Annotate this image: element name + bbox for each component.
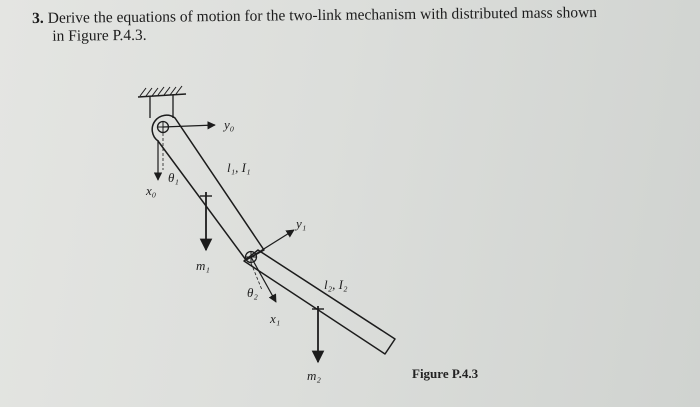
mass-m2-marker <box>311 306 325 364</box>
link2-length-inertia-label: l₂, I₂ <box>324 277 348 292</box>
y1-axis-arrow <box>250 229 295 258</box>
link-2 <box>243 249 396 355</box>
x1-label: x₁ <box>270 311 281 326</box>
figure-caption: Figure P.4.3 <box>412 366 479 381</box>
theta2-label: θ₂ <box>247 285 258 300</box>
y0-label: y₀ <box>224 117 235 132</box>
m2-label: m₂ <box>307 368 321 383</box>
link1-length-inertia-label: l₁, I₁ <box>227 160 251 175</box>
y1-label: y₁ <box>296 216 307 231</box>
m1-label: m₁ <box>196 258 210 273</box>
theta1-label: θ₁ <box>168 170 179 185</box>
x1-axis-arrow <box>250 256 277 303</box>
mass-m1-marker <box>199 192 213 252</box>
pivot-joint-1 <box>244 250 258 264</box>
x0-label: x₀ <box>146 183 157 198</box>
link-1 <box>151 114 265 261</box>
y0-axis-arrow <box>162 121 216 130</box>
ground-support <box>137 85 187 118</box>
